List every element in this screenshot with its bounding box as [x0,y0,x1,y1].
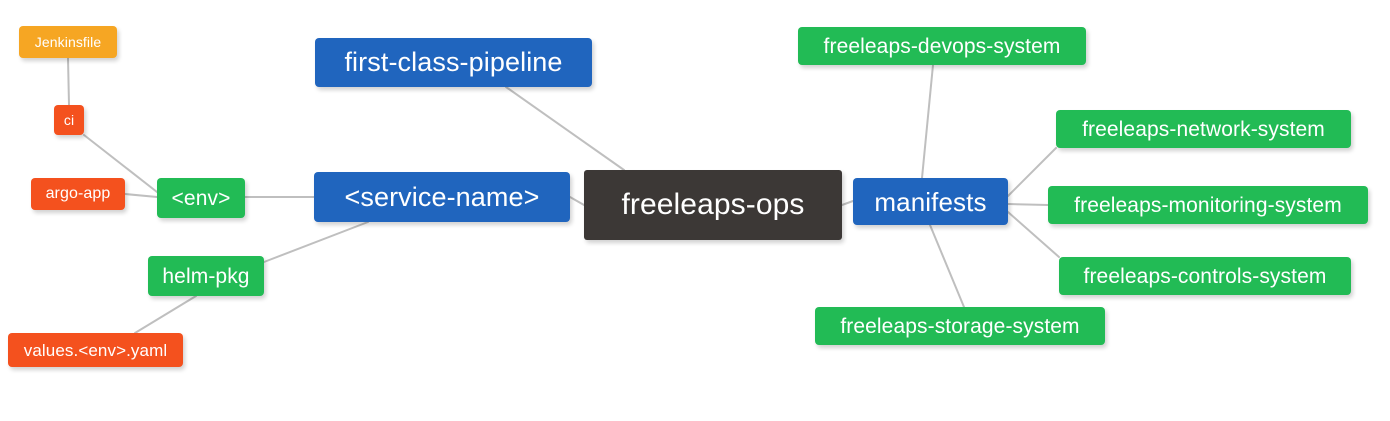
node-manifests[interactable]: manifests [853,178,1008,225]
node-freeleaps-storage-system[interactable]: freeleaps-storage-system [815,307,1105,345]
node-jenkinsfile[interactable]: Jenkinsfile [19,26,117,58]
node-first-class-pipeline[interactable]: first-class-pipeline [315,38,592,87]
node-freeleaps-ops[interactable]: freeleaps-ops [584,170,842,240]
edge-freeleaps-ops-to-first-class-pipeline [505,86,625,171]
node-ci[interactable]: ci [54,105,84,135]
edge-manifests-to-freeleaps-network-system [1007,147,1057,197]
node-argo-app[interactable]: argo-app [31,178,125,210]
node-helm-pkg[interactable]: helm-pkg [148,256,264,296]
edge-helm-pkg-to-values-env-yaml [134,295,197,334]
node-freeleaps-monitoring-system[interactable]: freeleaps-monitoring-system [1048,186,1368,224]
node-values-env-yaml[interactable]: values.<env>.yaml [8,333,183,367]
edge-freeleaps-ops-to-manifests [841,200,854,206]
edge-manifests-to-freeleaps-controls-system [1007,211,1060,258]
edge-freeleaps-ops-to-service-name [569,196,585,206]
edge-manifests-to-freeleaps-devops-system [921,64,934,179]
node-service-name[interactable]: <service-name> [314,172,570,222]
node-freeleaps-network-system[interactable]: freeleaps-network-system [1056,110,1351,148]
node-freeleaps-controls-system[interactable]: freeleaps-controls-system [1059,257,1351,295]
node-env[interactable]: <env> [157,178,245,218]
edge-manifests-to-freeleaps-monitoring-system [1007,203,1049,206]
node-freeleaps-devops-system[interactable]: freeleaps-devops-system [798,27,1086,65]
edge-ci-to-jenkinsfile [67,57,70,106]
edge-env-to-argo-app [124,193,158,198]
edge-manifests-to-freeleaps-storage-system [929,224,965,308]
edge-service-name-to-helm-pkg [263,221,369,263]
edge-env-to-ci [83,134,158,193]
